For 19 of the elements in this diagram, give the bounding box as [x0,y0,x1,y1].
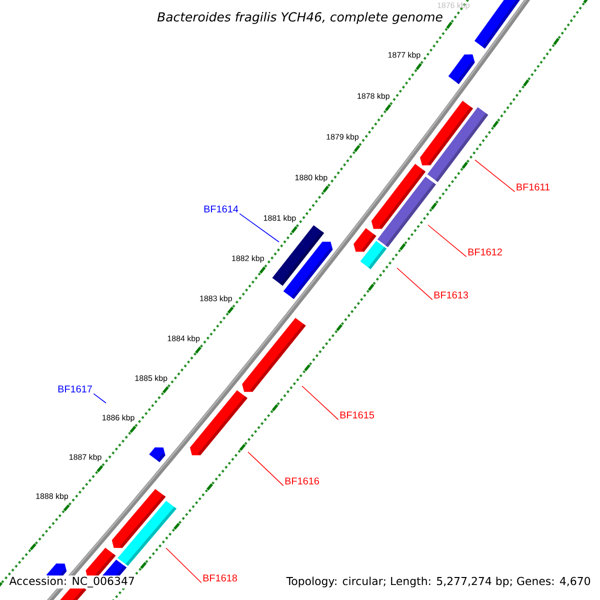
gene-label: BF1614 [204,205,238,213]
gene-label: BF1612 [468,248,502,256]
title: Bacteroides fragilis YCH46, complete genome [157,12,442,24]
gene-label: BF1611 [516,183,550,191]
leader-line [93,393,106,404]
gene-label: BF1613 [434,291,468,299]
gene-label: BF1616 [285,477,320,485]
info-text: Accession: NC_006347 [8,576,136,588]
leader-line [166,548,202,584]
leader-line [428,224,467,258]
leader-line [396,268,433,300]
gene-label: BF1615 [340,411,374,419]
leader-line [248,452,284,486]
gene-label: BF1617 [58,385,92,393]
gene-label: BF1618 [203,574,238,582]
info-text: Topology: circular; Length: 5,277,274 bp; Genes: 4,670 [285,576,592,588]
leader-line [239,213,280,242]
leader-line [474,160,516,192]
leader-line [302,386,339,420]
